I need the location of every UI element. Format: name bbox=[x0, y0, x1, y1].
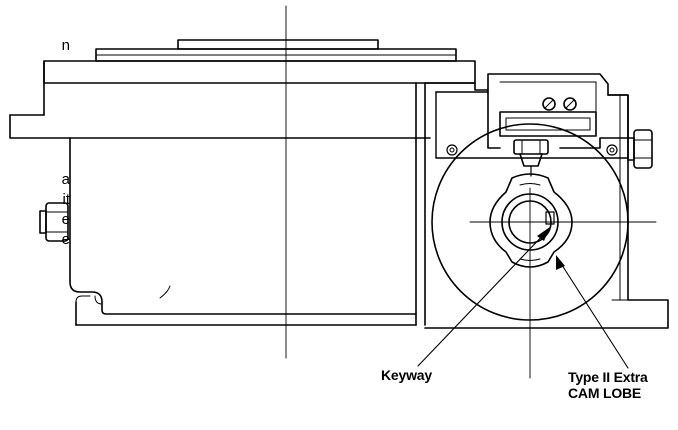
cam-lobe-label-line-1: Type II Extra bbox=[568, 369, 648, 385]
callout-leaders bbox=[417, 229, 629, 369]
centerlines bbox=[285, 5, 657, 379]
upper-housing bbox=[43, 60, 476, 84]
right-side-bolt bbox=[627, 129, 653, 169]
turntable-plate bbox=[95, 39, 457, 62]
sensor-bracket bbox=[435, 73, 629, 159]
keyway-arrowhead bbox=[537, 227, 550, 241]
main-body bbox=[69, 82, 426, 326]
cam-lobe-label-line-2: CAM LOBE bbox=[568, 385, 642, 401]
cropped-text-line-5: e bbox=[61, 231, 70, 248]
shaft-hub bbox=[489, 173, 573, 268]
cam-lobe-arrowhead bbox=[556, 255, 565, 270]
left-side-bolt bbox=[39, 202, 69, 242]
cropped-text-line-1: n bbox=[61, 37, 70, 54]
cropped-text-line-2: a bbox=[61, 171, 70, 188]
keyway-label: Keyway bbox=[381, 367, 432, 383]
housing-flange bbox=[9, 82, 431, 139]
cropped-text-line-3: it bbox=[62, 191, 71, 208]
plunger-nut bbox=[513, 139, 549, 177]
cropped-text-line-4: e bbox=[61, 211, 70, 228]
